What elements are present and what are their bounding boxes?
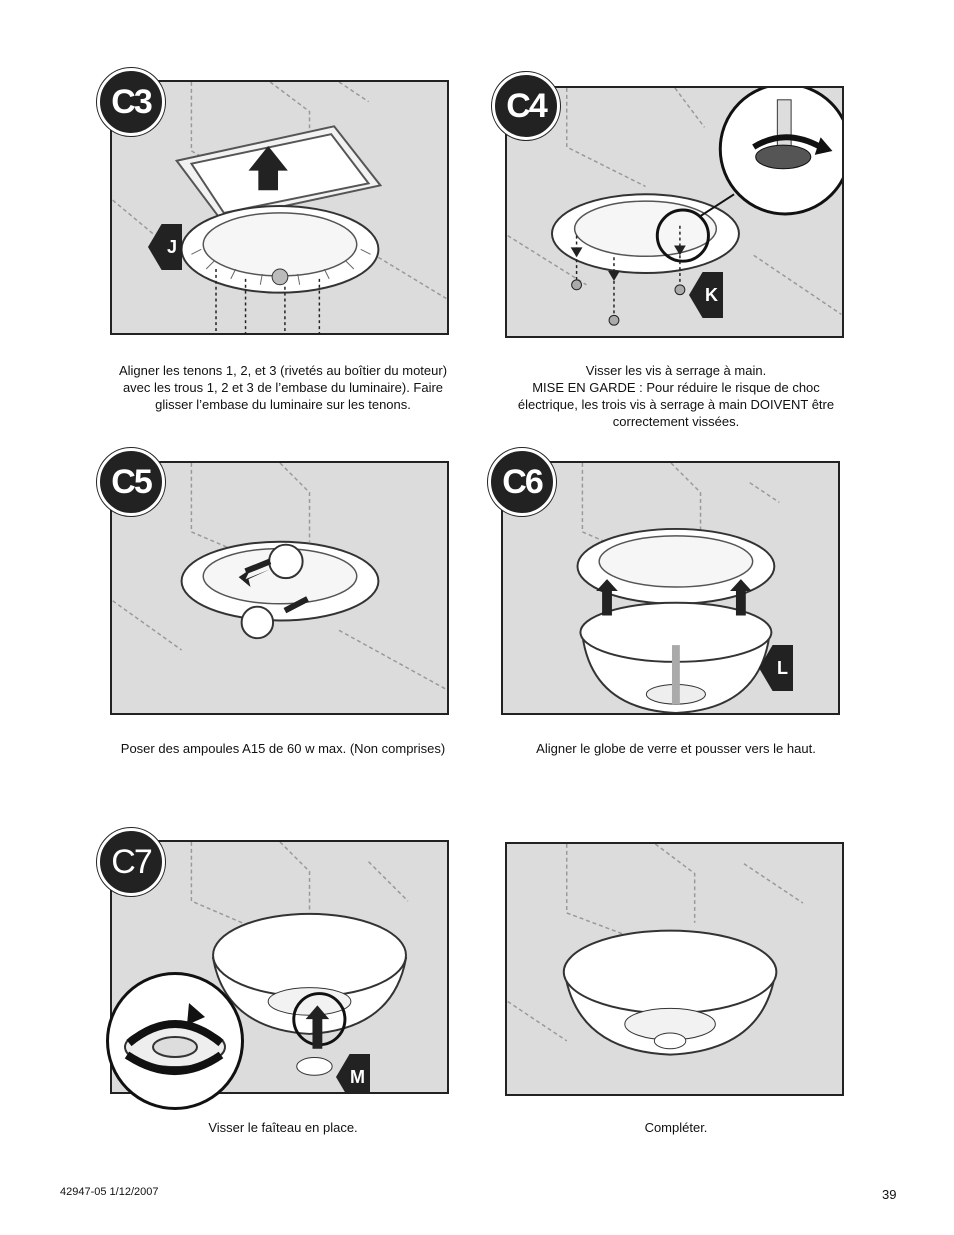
panel-c5 [110, 461, 449, 715]
part-tag-m: M [336, 1054, 370, 1092]
document-id: 42947-05 1/12/2007 [60, 1186, 159, 1198]
panel-c6: L [501, 461, 840, 715]
part-label-k: K [705, 284, 718, 305]
c4-illustration [507, 88, 842, 326]
c7-detail-illustration [124, 1003, 226, 1075]
step-label-c5: C5 [111, 462, 152, 501]
caption-c3: Aligner les tenons 1, 2, et 3 (rivetés a… [118, 363, 448, 412]
part-label-j: J [166, 236, 177, 257]
part-label-m: M [350, 1066, 365, 1087]
step-badge-c5: C5 [97, 448, 165, 516]
panel-final [505, 842, 844, 1096]
step-badge-c6: C6 [488, 448, 556, 516]
c7-illustration [190, 842, 409, 1076]
step-label-c6: C6 [502, 462, 543, 501]
step-badge-c4: C4 [492, 72, 560, 140]
caption-final: Compléter. [644, 1120, 708, 1135]
step-badge-c3: C3 [97, 68, 165, 136]
caption-c7: Visser le faîteau en place. [208, 1120, 358, 1135]
step-label-c7: C7 [111, 842, 152, 881]
c7-detail-circle [106, 972, 244, 1110]
caption-c4-line1: Visser les vis à serrage à main. [585, 363, 767, 378]
step-label-c3: C3 [111, 82, 152, 121]
caption-c4: Visser les vis à serrage à main. MISE EN… [502, 362, 850, 430]
panel-c4: K [505, 86, 844, 338]
page-number: 39 [882, 1187, 897, 1202]
step-badge-c7: C7 [97, 828, 165, 896]
step-label-c4: C4 [506, 86, 547, 125]
c3-illustration [112, 82, 447, 333]
caption-c6: Aligner le globe de verre et pousser ver… [536, 741, 816, 756]
panel-c3: J [110, 80, 449, 335]
caption-c5: Poser des ampoules A15 de 60 w max. (Non… [120, 741, 446, 756]
part-label-l: L [777, 657, 788, 678]
final-illustration [507, 844, 804, 1056]
c6-illustration [576, 463, 780, 713]
c5-illustration [112, 463, 447, 691]
caption-c4-warning: MISE EN GARDE : Pour réduire le risque d… [517, 380, 835, 429]
